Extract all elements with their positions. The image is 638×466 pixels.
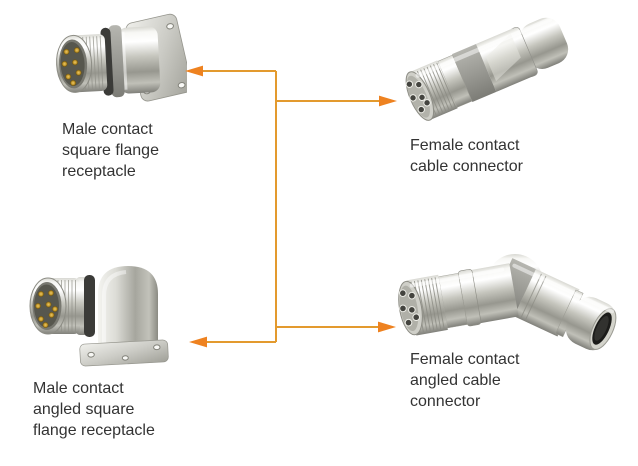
arrowhead-left-bottom-icon (189, 336, 207, 348)
male-square-flange-receptacle-image (56, 13, 187, 102)
arrowhead-left-top-icon (185, 65, 203, 77)
label-male-square-flange-receptacle: Male contact square flange receptacle (62, 121, 159, 180)
arrow-to-male-square-flange-receptacle (185, 65, 276, 77)
label-male-angled-square-flange-receptacle: Male contact angled square flange recept… (33, 380, 155, 439)
arrow-to-female-angled-cable-connector (276, 321, 396, 333)
label-female-cable-connector: Female contact cable connector (410, 137, 523, 175)
female-angled-cable-connector-image (398, 254, 617, 351)
female-cable-connector-image (405, 17, 569, 121)
arrow-to-male-angled-square-flange-receptacle (189, 336, 276, 348)
male-angled-square-flange-receptacle-image (29, 266, 169, 367)
label-female-angled-cable-connector: Female contact angled cable connector (410, 351, 520, 410)
arrow-to-female-cable-connector (276, 95, 397, 107)
